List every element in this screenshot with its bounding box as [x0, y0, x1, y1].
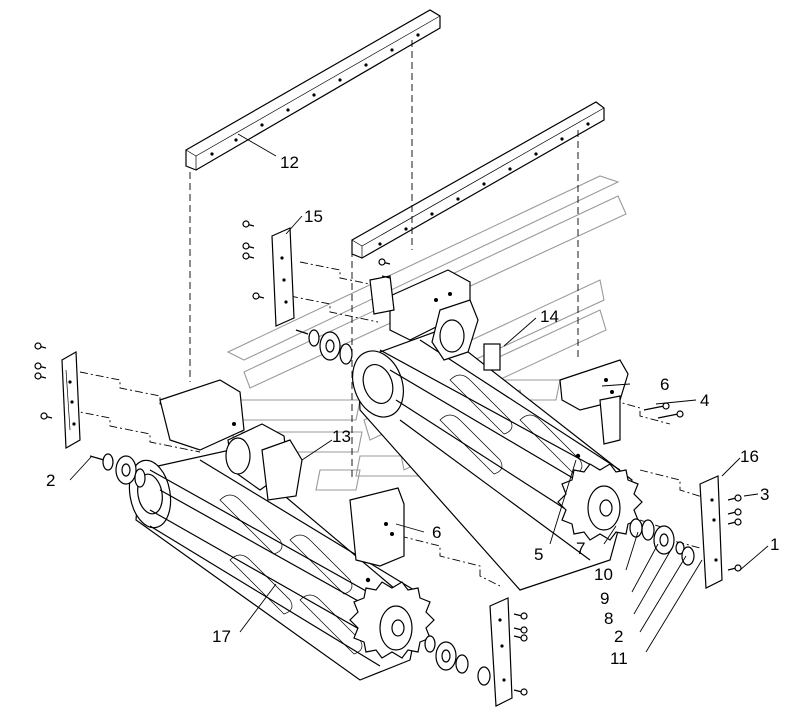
callout-2-left: 2 — [46, 471, 55, 490]
callout-10: 10 — [594, 565, 613, 584]
flat-bar-12 — [185, 9, 441, 171]
callout-7: 7 — [576, 539, 585, 558]
callout-16: 16 — [740, 447, 759, 466]
rear-roller-assembly — [352, 269, 643, 591]
lower-side-plate — [424, 597, 528, 707]
callout-12: 12 — [280, 153, 299, 172]
leader-lines — [69, 133, 769, 653]
callout-6-upper: 6 — [660, 375, 669, 394]
front-roller-assembly — [128, 379, 435, 681]
callout-17: 17 — [212, 627, 231, 646]
callout-4: 4 — [700, 391, 709, 410]
callout-9: 9 — [600, 589, 609, 608]
flat-bar-upper-right — [351, 101, 605, 259]
right-side-plate-16 — [629, 402, 742, 589]
callout-14: 14 — [540, 307, 559, 326]
callout-15: 15 — [304, 207, 323, 226]
callout-6-lower: 6 — [432, 523, 441, 542]
upper-side-plate-15 — [242, 220, 395, 365]
callout-5: 5 — [534, 545, 543, 564]
callout-labels: 12 15 14 13 6 4 16 3 1 6 5 7 10 9 8 2 11… — [46, 153, 779, 668]
callout-3: 3 — [760, 485, 769, 504]
callout-11: 11 — [610, 649, 628, 668]
left-side-plate — [34, 342, 146, 488]
callout-2-right: 2 — [614, 627, 623, 646]
callout-1: 1 — [770, 535, 779, 554]
callout-8: 8 — [604, 609, 613, 628]
projection-lines — [69, 40, 713, 587]
callout-13: 13 — [332, 427, 351, 446]
